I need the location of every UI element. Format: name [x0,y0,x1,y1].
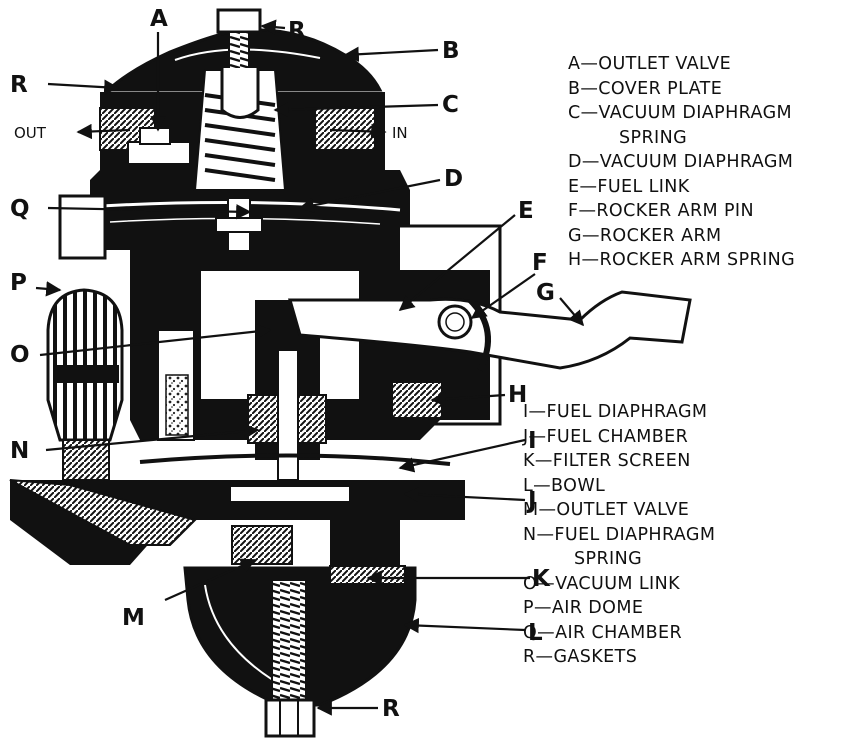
legend-item: Q—AIR CHAMBER [523,622,682,643]
port-label-out: OUT [14,124,47,142]
callout-r-top: R [288,18,306,44]
callout-p: P [10,270,27,296]
legend-item-continuation: SPRING [619,127,688,148]
legend-bottom: I—FUEL DIAPHRAGM J—FUEL CHAMBER K—FILTER… [523,400,715,670]
legend-item: H—ROCKER ARM SPRING [568,250,796,270]
callout-r-left: R [10,72,28,98]
filter-screen [329,565,406,585]
callout-i: I [528,428,537,454]
legend-item: L—BOWL [523,475,606,496]
callout-g: G [536,280,555,306]
legend-item: B—COVER PLATE [568,78,723,99]
callout-c: C [442,92,459,118]
callout-l: L [528,620,543,646]
outlet-valve-m [231,525,293,565]
callout-b: B [442,38,460,64]
legend-top: A—OUTLET VALVE B—COVER PLATE C—VACUUM DI… [568,52,795,273]
top-bolt-head [216,8,262,34]
legend-item: G—ROCKER ARM [568,225,722,246]
legend-item: I—FUEL DIAPHRAGM [523,402,708,422]
legend-item-continuation: SPRING [574,549,643,569]
legend-item: N—FUEL DIAPHRAGM [523,524,716,545]
callout-f: F [532,250,548,276]
inlet-port [314,107,376,151]
callout-letters: A R B R C D Q E F P G O H I N J K M L R … [10,6,555,722]
callout-q: Q [10,196,30,222]
callout-m: M [122,605,145,631]
mounting-flange [58,194,107,260]
outlet-valve-a [127,141,191,165]
callout-o: O [10,342,30,368]
legend-item: R—GASKETS [523,647,638,667]
callout-n: N [10,438,29,464]
callout-h: H [508,382,527,408]
callout-a: A [150,6,168,32]
legend-item: A—OUTLET VALVE [568,54,732,74]
filter-element [165,374,189,436]
callout-k: K [532,566,551,592]
legend-item: J—FUEL CHAMBER [523,426,689,447]
legend-item: F—ROCKER ARM PIN [568,201,754,221]
legend-item: K—FILTER SCREEN [523,451,691,471]
legend-item: C—VACUUM DIAPHRAGM [568,103,793,123]
legend-item: E—FUEL LINK [568,176,690,197]
callout-j: J [526,488,537,514]
callout-r-bottom: R [382,696,400,722]
port-label-in: IN [392,124,408,142]
bowl-nut [264,698,316,738]
legend-item: D—VACUUM DIAPHRAGM [568,152,794,172]
callout-e: E [518,198,534,224]
legend-item: M—OUTLET VALVE [523,500,690,520]
bowl-bolt [271,579,307,701]
legend-item: O—VACUUM LINK [523,573,680,594]
legend-item: P—AIR DOME [523,598,644,618]
callout-d: D [444,166,463,192]
leader-lines [35,19,584,716]
